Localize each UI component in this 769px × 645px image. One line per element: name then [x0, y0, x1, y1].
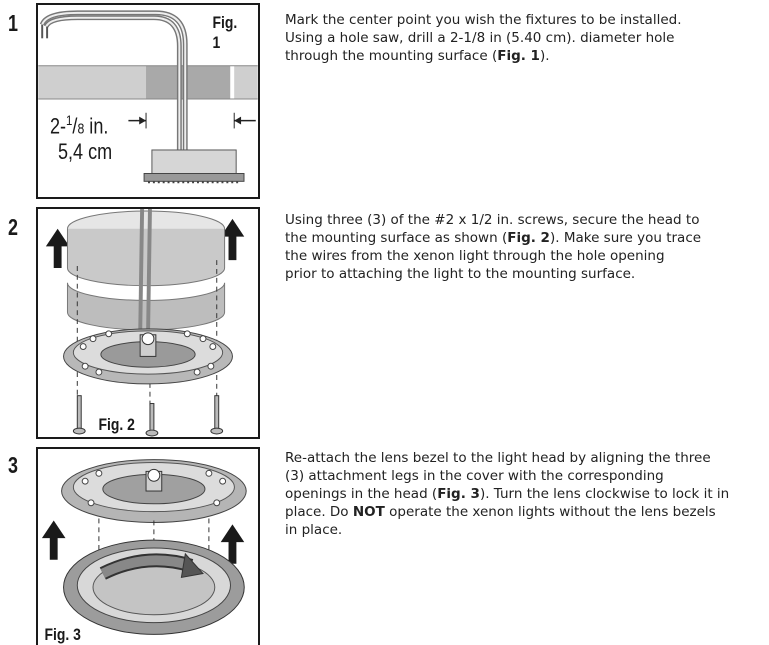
- mounting-head-illustration: [45, 209, 245, 437]
- step-2-number: 2: [8, 214, 18, 240]
- figure-3: Fig. 3: [36, 447, 260, 645]
- dimension-imperial: 2-1/8 in.: [50, 112, 109, 139]
- step-1-number: 1: [8, 10, 18, 36]
- step-3-number: 3: [8, 452, 18, 478]
- hole-drilling-illustration: [38, 10, 258, 184]
- step-3-text: Re-attach the lens bezel to the light he…: [285, 449, 729, 539]
- figure-3-label: Fig. 3: [42, 625, 84, 645]
- dimension-metric: 5,4 cm: [58, 139, 113, 164]
- step-2-text: Using three (3) of the #2 x 1/2 in. scre…: [285, 211, 701, 283]
- line: in place.: [285, 522, 343, 538]
- line: prior to attaching the light to the moun…: [285, 266, 636, 282]
- line: Using a hole saw, drill a 2-1/8 in (5.40…: [285, 30, 675, 46]
- figure-2-label: Fig. 2: [96, 415, 138, 435]
- line: Mark the center point you wish the fixtu…: [285, 12, 682, 28]
- step-1-text: Mark the center point you wish the fixtu…: [285, 11, 682, 65]
- figure-1: Fig. 1 2-1/8 in. 5,4 cm: [36, 3, 260, 199]
- figure-1-label: Fig. 1: [210, 13, 250, 53]
- line: the mounting surface as shown (Fig. 2). …: [285, 230, 702, 246]
- figure-2: Fig. 2: [36, 207, 260, 439]
- line: (3) attachment legs in the cover with th…: [285, 468, 664, 484]
- lens-bezel-illustration: [41, 459, 247, 635]
- line: through the mounting surface (Fig. 1).: [285, 48, 550, 64]
- line: Using three (3) of the #2 x 1/2 in. scre…: [285, 212, 700, 228]
- line: openings in the head (Fig. 3). Turn the …: [285, 486, 730, 502]
- line: Re-attach the lens bezel to the light he…: [285, 450, 711, 466]
- line: the wires from the xenon light through t…: [285, 248, 665, 264]
- line: place. Do NOT operate the xenon lights w…: [285, 504, 716, 520]
